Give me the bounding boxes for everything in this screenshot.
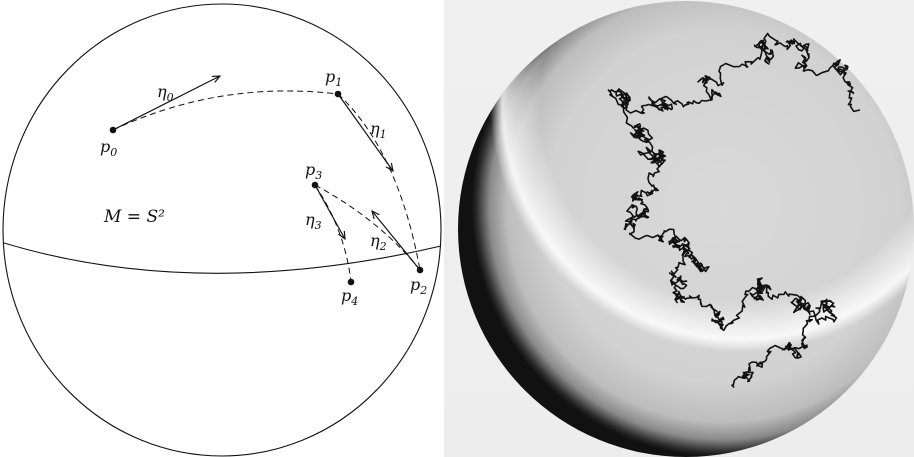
label-eta1: η1: [370, 119, 387, 141]
label-eta0: η0: [157, 82, 174, 104]
label-eta3: η3: [305, 210, 322, 232]
point-p2: [417, 267, 424, 274]
manifold-label: M = S²: [103, 207, 165, 227]
label-p0: p0: [100, 137, 117, 159]
label-p4: p4: [341, 286, 358, 308]
right-panel: [444, 0, 914, 457]
point-p0: [110, 127, 117, 134]
label-eta2: η2: [370, 231, 387, 253]
point-p4: [348, 279, 355, 286]
point-p1: [335, 91, 342, 98]
sphere-outline: [3, 4, 441, 456]
point-p3: [312, 182, 319, 189]
label-p1: p1: [325, 67, 342, 89]
left-panel: p0 p1 p2 p3 p4 η0 η1 η2 η3 M = S²: [3, 4, 441, 456]
geodesic-p2-p3: [315, 185, 420, 270]
label-p2: p2: [410, 275, 427, 297]
label-p3: p3: [305, 160, 322, 182]
geodesic-p0-p1: [113, 91, 338, 130]
